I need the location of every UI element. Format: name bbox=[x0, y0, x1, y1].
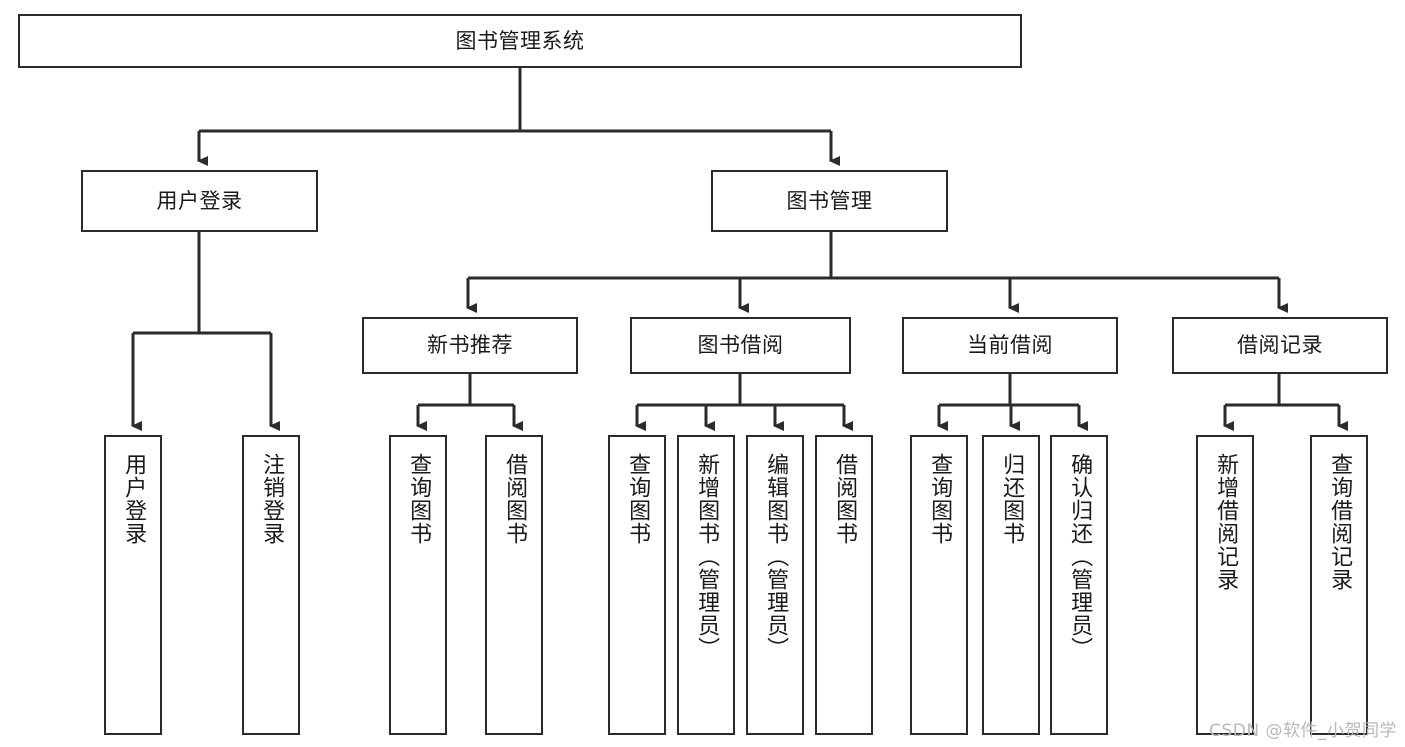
leaf-logout[interactable]: 注销登录 bbox=[242, 435, 300, 735]
leaf-query-book-recommend[interactable]: 查询图书 bbox=[389, 435, 447, 735]
node-user-login-label: 用户登录 bbox=[156, 188, 243, 213]
node-current-borrow-label: 当前借阅 bbox=[967, 333, 1053, 358]
leaf-confirm-return-admin[interactable]: 确认归还（管理员） bbox=[1050, 435, 1108, 735]
leaf-logout-label: 注销登录 bbox=[259, 453, 285, 545]
leaf-borrow-book-recommend-label: 借阅图书 bbox=[502, 453, 528, 545]
leaf-add-book-admin-label: 新增图书（管理员） bbox=[694, 453, 720, 660]
node-new-book-recommend[interactable]: 新书推荐 bbox=[362, 317, 578, 374]
node-borrow-record-label: 借阅记录 bbox=[1237, 333, 1323, 358]
leaf-query-book-borrow-label: 查询图书 bbox=[625, 453, 651, 545]
leaf-user-login[interactable]: 用户登录 bbox=[104, 435, 162, 735]
leaf-add-borrow-record-label: 新增借阅记录 bbox=[1213, 453, 1239, 591]
leaf-query-book-borrow[interactable]: 查询图书 bbox=[608, 435, 666, 735]
leaf-query-book-current-label: 查询图书 bbox=[927, 453, 953, 545]
leaf-query-book-current[interactable]: 查询图书 bbox=[910, 435, 968, 735]
leaf-add-book-admin[interactable]: 新增图书（管理员） bbox=[677, 435, 735, 735]
leaf-confirm-return-admin-label: 确认归还（管理员） bbox=[1067, 453, 1093, 660]
node-book-borrow[interactable]: 图书借阅 bbox=[630, 317, 851, 374]
node-book-management-label: 图书管理 bbox=[786, 188, 873, 213]
leaf-query-book-recommend-label: 查询图书 bbox=[406, 453, 432, 545]
csdn-watermark: CSDN @软件_小贺同学 bbox=[1209, 721, 1397, 741]
leaf-borrow-book-recommend[interactable]: 借阅图书 bbox=[485, 435, 543, 735]
node-root-system-label: 图书管理系统 bbox=[455, 28, 585, 53]
leaf-add-borrow-record[interactable]: 新增借阅记录 bbox=[1196, 435, 1254, 735]
node-book-borrow-label: 图书借阅 bbox=[697, 333, 784, 358]
leaf-edit-book-admin-label: 编辑图书（管理员） bbox=[763, 453, 789, 660]
node-borrow-record[interactable]: 借阅记录 bbox=[1172, 317, 1388, 374]
leaf-borrow-book-label: 借阅图书 bbox=[832, 453, 858, 545]
node-new-book-recommend-label: 新书推荐 bbox=[427, 333, 513, 358]
leaf-return-book[interactable]: 归还图书 bbox=[982, 435, 1040, 735]
leaf-user-login-label: 用户登录 bbox=[121, 453, 147, 545]
leaf-query-borrow-record[interactable]: 查询借阅记录 bbox=[1310, 435, 1368, 735]
leaf-return-book-label: 归还图书 bbox=[999, 453, 1025, 545]
node-current-borrow[interactable]: 当前借阅 bbox=[902, 317, 1118, 374]
leaf-query-borrow-record-label: 查询借阅记录 bbox=[1327, 453, 1353, 591]
leaf-edit-book-admin[interactable]: 编辑图书（管理员） bbox=[746, 435, 804, 735]
node-user-login[interactable]: 用户登录 bbox=[81, 170, 318, 232]
leaf-borrow-book[interactable]: 借阅图书 bbox=[815, 435, 873, 735]
node-book-management[interactable]: 图书管理 bbox=[711, 170, 948, 232]
node-root-system[interactable]: 图书管理系统 bbox=[18, 14, 1022, 68]
